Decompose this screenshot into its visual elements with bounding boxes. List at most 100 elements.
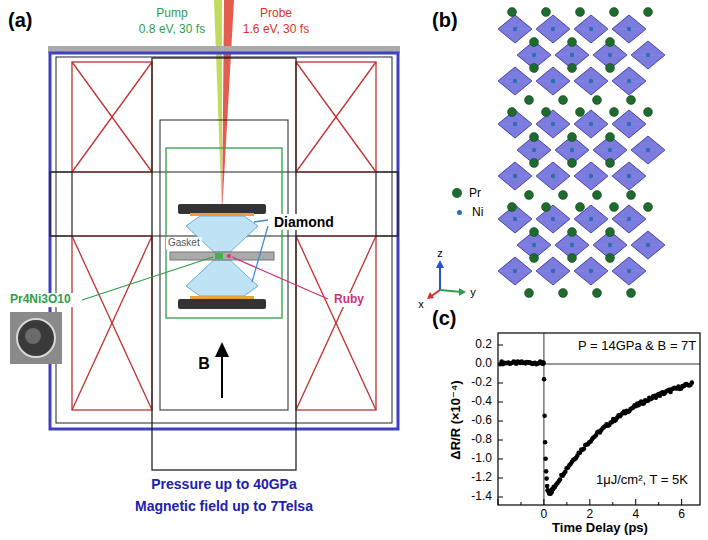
probe-beam — [222, 0, 234, 214]
pr-atom — [525, 96, 534, 105]
ni-atom — [513, 122, 517, 126]
pr-atom — [610, 203, 619, 212]
ni-octahedron — [498, 15, 532, 43]
pr-atom — [568, 133, 577, 142]
ni-atom — [532, 243, 536, 247]
pr-atom — [576, 203, 585, 212]
pr-atom — [559, 96, 568, 105]
tick-mark — [543, 499, 544, 505]
pr-atom — [568, 254, 577, 263]
tick-mark — [498, 459, 503, 460]
data-point — [542, 377, 547, 382]
beam-spec: 0.8 eV, 30 fs — [139, 23, 205, 37]
zero-line — [543, 333, 544, 505]
ni-octahedron — [631, 231, 665, 259]
ni-atom — [570, 243, 574, 247]
sample-column — [152, 58, 296, 470]
ni-atom — [627, 27, 631, 31]
field-arrow — [221, 354, 223, 398]
ni-octahedron — [536, 110, 570, 138]
beam-name: Probe — [260, 7, 292, 21]
spec-note: Magnetic field up to 7Telsa — [135, 498, 313, 514]
panel-letter: (b) — [432, 9, 458, 32]
tick-mark — [498, 383, 503, 384]
tick-label: -1.4 — [471, 490, 492, 504]
ni-octahedron — [536, 205, 570, 233]
ni-atom — [551, 79, 555, 83]
pr-atom — [644, 8, 653, 17]
pr-atom — [593, 289, 602, 298]
panel-letter: (c) — [432, 307, 456, 330]
tick-mark — [566, 502, 567, 505]
ni-atom — [551, 217, 555, 221]
ni-octahedron — [612, 15, 646, 43]
pr-atom — [576, 108, 585, 117]
condition-note: 1μJ/cm², T = 5K — [596, 473, 688, 488]
ni-atom — [608, 243, 612, 247]
ni-atom — [646, 53, 650, 57]
pr-atom — [530, 228, 539, 237]
data-point — [543, 456, 548, 461]
ni-atom — [627, 79, 631, 83]
pr-atom — [542, 203, 551, 212]
ni-atom — [589, 269, 593, 273]
tick-mark — [658, 502, 659, 505]
ni-octahedron — [612, 67, 646, 95]
tick-mark — [635, 499, 636, 505]
tick-label: -0.4 — [471, 395, 492, 409]
ni-octahedron — [536, 162, 570, 190]
pr-atom — [530, 254, 539, 263]
pr-atom — [508, 203, 517, 212]
beam-name: Pump — [156, 7, 187, 21]
pr-atom — [525, 289, 534, 298]
ni-octahedron — [612, 257, 646, 285]
pr-atom — [606, 133, 615, 142]
ni-atom — [627, 269, 631, 273]
tick-mark — [498, 345, 503, 346]
ni-atom — [532, 53, 536, 57]
ni-atom — [589, 79, 593, 83]
ni-atom — [551, 27, 555, 31]
pr-atom — [559, 191, 568, 200]
ni-atom — [589, 174, 593, 178]
pr-atom — [542, 108, 551, 117]
axis-name: y — [470, 286, 476, 299]
leader-line — [252, 226, 268, 282]
plot-frame — [498, 333, 700, 505]
field-symbol: B — [196, 355, 212, 373]
tick-mark — [612, 502, 613, 505]
axis-title: Time Delay (ps) — [552, 521, 648, 536]
data-point — [690, 380, 695, 385]
tick-label: -0.2 — [471, 376, 492, 390]
data-point — [543, 440, 548, 445]
tick-label: -1.0 — [471, 452, 492, 466]
ni-atom — [608, 148, 612, 152]
axis-name: x — [418, 298, 424, 311]
pr-atom — [610, 108, 619, 117]
ni-octahedron — [574, 67, 608, 95]
tick-mark — [498, 497, 503, 498]
pr-atom — [576, 8, 585, 17]
data-point — [544, 476, 549, 481]
legend-text: Pr — [469, 186, 481, 200]
leader-line — [232, 257, 328, 299]
trace-plot — [498, 333, 700, 505]
ni-octahedron — [536, 257, 570, 285]
ni-octahedron — [631, 136, 665, 164]
tick-label: 0 — [541, 508, 548, 522]
part-name: Gasket — [166, 237, 202, 249]
ni-octahedron — [574, 15, 608, 43]
anvil-backing — [190, 296, 254, 299]
stage-box — [166, 148, 282, 318]
ni-atom — [513, 79, 517, 83]
sample-chip — [215, 253, 223, 259]
part-name: Ruby — [332, 293, 366, 307]
ni-atom — [608, 53, 612, 57]
ni-atom — [532, 148, 536, 152]
ni-atom — [589, 27, 593, 31]
tick-mark — [681, 499, 682, 505]
pr-atom — [627, 191, 636, 200]
ni-atom — [513, 27, 517, 31]
pr-atom — [644, 108, 653, 117]
sample-name: Pr4Ni3O10 — [8, 293, 73, 307]
